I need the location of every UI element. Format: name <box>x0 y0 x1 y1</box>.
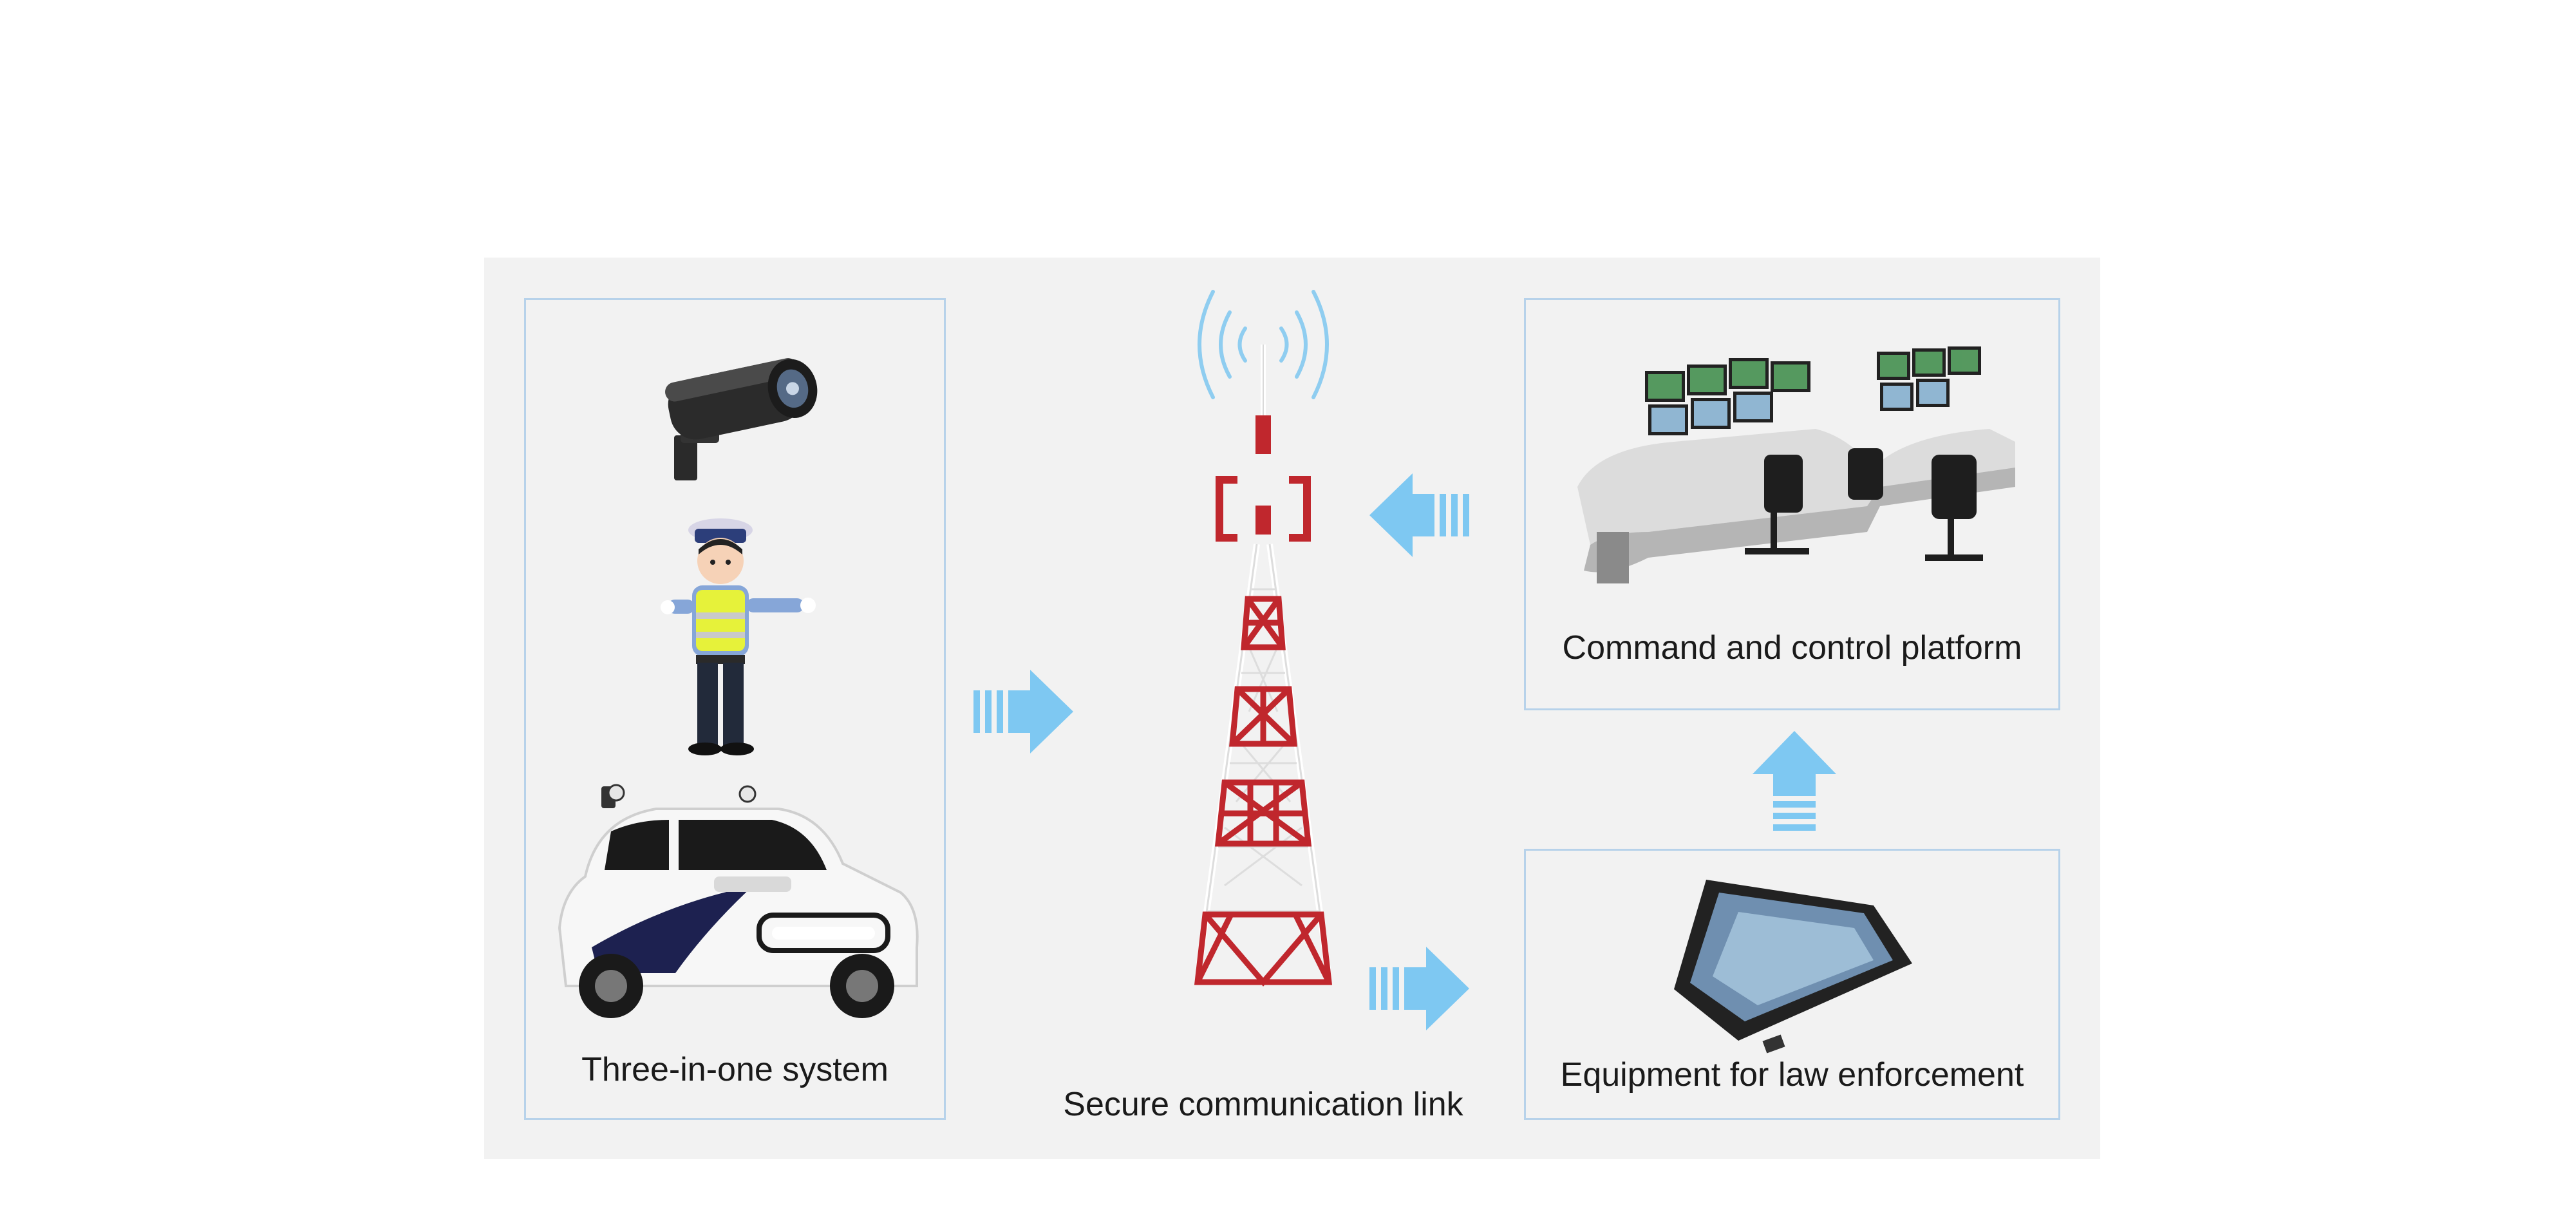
three-in-one-system-box: Three-in-one system <box>524 298 946 1120</box>
three-in-one-system-label: Three-in-one system <box>581 1051 888 1088</box>
control-room-icon <box>1577 346 2015 583</box>
secure-communication-link-label: Secure communication link <box>1063 1086 1463 1123</box>
tablet-icon <box>1674 880 1912 1054</box>
command-control-platform-box: Command and control platform <box>1524 298 2060 710</box>
police-officer-icon <box>661 518 816 755</box>
arrow-right-icon <box>973 670 1073 753</box>
diagram-panel: Three-in-one system <box>484 258 2100 1159</box>
arrow-right-icon <box>1369 947 1469 1030</box>
law-enforcement-equipment-label: Equipment for law enforcement <box>1560 1056 2024 1094</box>
command-control-platform-label: Command and control platform <box>1562 629 2022 667</box>
signal-tower-icon <box>1194 290 1333 987</box>
law-enforcement-equipment-box: Equipment for law enforcement <box>1524 849 2060 1120</box>
patrol-vehicle-icon <box>558 784 919 1018</box>
arrow-left-icon <box>1369 473 1469 557</box>
arrow-up-icon <box>1753 731 1836 831</box>
camera-icon <box>665 358 818 480</box>
